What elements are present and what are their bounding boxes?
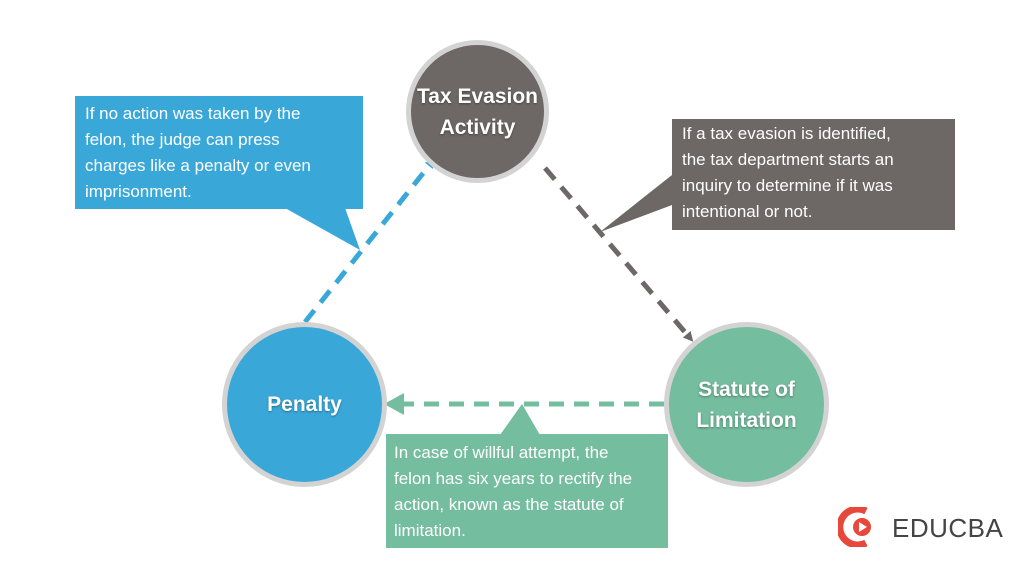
node-penalty: Penalty [222, 322, 387, 487]
node-tax-evasion-label: Tax Evasion Activity [417, 84, 538, 139]
educba-logo: EDUCBA [836, 505, 1003, 549]
callout-tax-evasion: If a tax evasion is identified, the tax … [672, 119, 955, 230]
educba-logo-text: EDUCBA [892, 513, 1004, 543]
callout-pointer-statute [500, 404, 540, 435]
callout-statute: In case of willful attempt, the felon ha… [386, 434, 668, 548]
callout-pointer-penalty [285, 208, 360, 250]
node-statute-label: Statute of Limitation [696, 377, 797, 432]
edge-tax-to-statute [543, 166, 694, 342]
edge-penalty-to-tax [303, 158, 436, 324]
callout-penalty: If no action was taken by the felon, the… [75, 96, 363, 209]
edge-statute-to-penalty-arrowhead [384, 393, 404, 415]
node-statute-of-limitation: Statute of Limitation [664, 322, 829, 487]
node-tax-evasion-activity: Tax Evasion Activity [406, 40, 549, 183]
callout-pointer-tax [600, 175, 672, 232]
node-penalty-label: Penalty [267, 393, 342, 416]
educba-logo-icon [836, 505, 871, 549]
